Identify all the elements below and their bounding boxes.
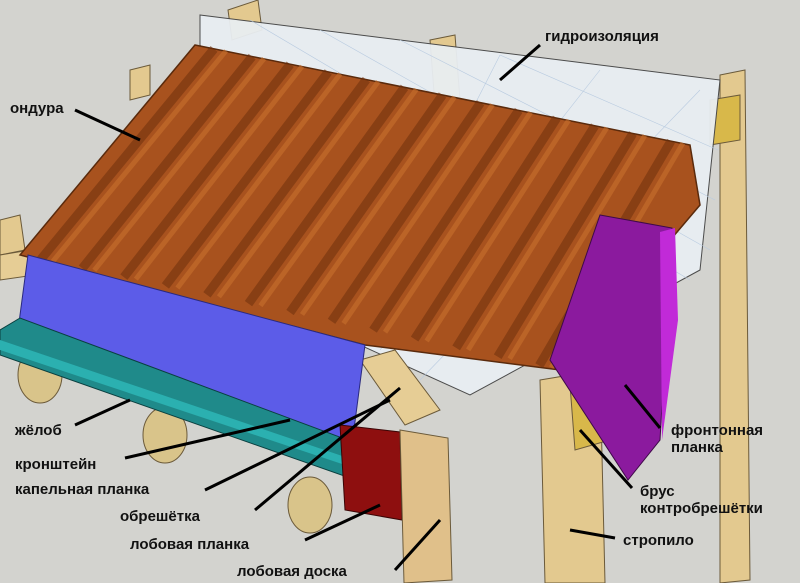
label-counter-batten-line1: брус bbox=[640, 483, 675, 500]
corrugation-ridge bbox=[493, 131, 637, 360]
label-bracket: кронштейн bbox=[15, 456, 97, 473]
corrugation-ridge bbox=[410, 115, 561, 342]
corrugation-highlight bbox=[466, 126, 609, 352]
label-batten: обрешётка bbox=[120, 508, 200, 525]
label-gutter: жёлоб bbox=[15, 422, 62, 439]
corrugation-ridge bbox=[120, 61, 294, 280]
label-ondura: ондура bbox=[10, 100, 64, 117]
label-gable-plank-line1: фронтонная bbox=[671, 422, 764, 439]
corrugation-highlight bbox=[424, 118, 571, 343]
gable-plank bbox=[549, 214, 678, 481]
corrugation-ridge bbox=[161, 69, 332, 289]
label-waterproofing: гидроизоляция bbox=[545, 28, 659, 45]
corrugation-highlight bbox=[299, 95, 457, 316]
corrugation-ridge bbox=[286, 92, 447, 316]
corrugation-highlight bbox=[50, 49, 228, 264]
label-front-board: лобовая доска bbox=[237, 563, 347, 580]
corrugation-highlight bbox=[258, 87, 419, 308]
label-gable-plank-line2: планка bbox=[671, 439, 723, 456]
corrugation-ridge bbox=[78, 53, 256, 272]
label-front-plank: лобовая планка bbox=[130, 536, 250, 553]
label-drip-plank: капельная планка bbox=[15, 481, 150, 498]
corrugation-highlight bbox=[133, 64, 305, 281]
corrugation-ridge bbox=[37, 45, 218, 263]
corrugation-ridge bbox=[452, 123, 599, 351]
corrugation-highlight bbox=[382, 111, 533, 334]
corrugation-highlight bbox=[507, 134, 648, 361]
corrugation-ridge bbox=[244, 84, 409, 307]
corrugation-highlight bbox=[216, 80, 381, 299]
corrugation-highlight bbox=[175, 72, 343, 290]
gutter-highlight bbox=[0, 340, 360, 470]
ondulin-corrugations bbox=[37, 45, 686, 369]
corrugation-ridge bbox=[327, 100, 485, 324]
label-rafter: стропило bbox=[623, 532, 694, 549]
front-plank bbox=[339, 424, 403, 521]
front-board bbox=[399, 429, 453, 583]
corrugation-highlight bbox=[341, 103, 495, 325]
corrugation-ridge bbox=[369, 107, 523, 333]
leader-lines bbox=[74, 43, 662, 572]
label-counter-batten-line2: контробрешётки bbox=[640, 500, 763, 517]
corrugation-ridge bbox=[203, 76, 370, 298]
corrugation-highlight bbox=[92, 56, 267, 272]
